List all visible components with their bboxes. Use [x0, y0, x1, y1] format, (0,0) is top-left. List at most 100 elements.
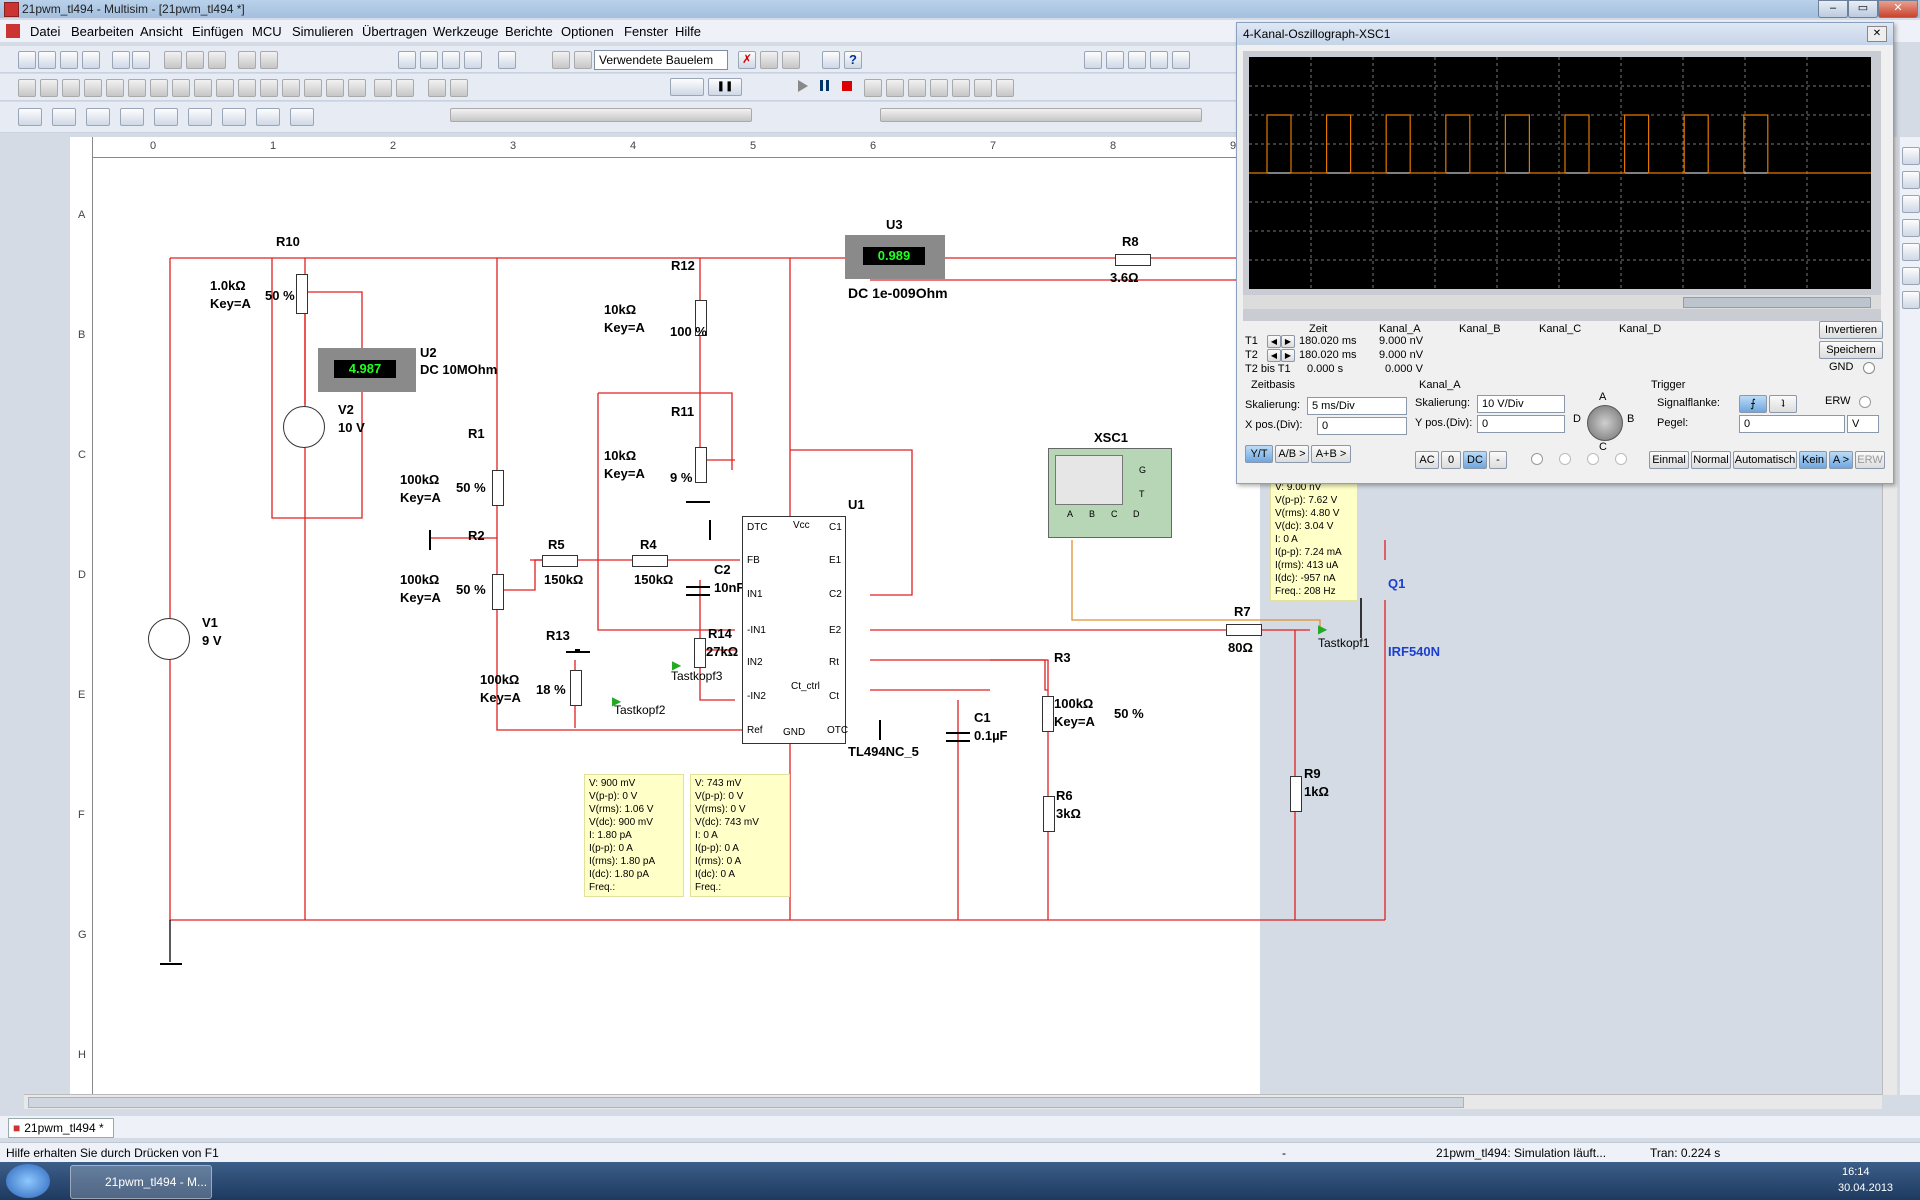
step-icon[interactable]: [864, 79, 882, 97]
run-to-cursor-icon[interactable]: [952, 79, 970, 97]
coupling-zero-button[interactable]: 0: [1441, 451, 1461, 469]
minimize-button[interactable]: –: [1818, 0, 1848, 18]
undo-icon[interactable]: [238, 51, 256, 69]
zoom-fit-icon[interactable]: [1150, 51, 1168, 69]
step-into-icon[interactable]: [908, 79, 926, 97]
trigger-falling-button[interactable]: ʇ: [1769, 395, 1797, 413]
power-component-icon[interactable]: [238, 79, 256, 97]
r12-potentiometer[interactable]: [695, 300, 707, 336]
trigger-level-input[interactable]: 0: [1739, 415, 1845, 433]
scope-scrollbar[interactable]: [1243, 295, 1881, 309]
trigger-rising-button[interactable]: ⨍: [1739, 395, 1767, 413]
trigger-level-unit[interactable]: V: [1847, 415, 1879, 433]
view-description-icon[interactable]: [154, 108, 178, 126]
step-over-icon[interactable]: [886, 79, 904, 97]
menu-uebertragen[interactable]: Übertragen: [362, 24, 428, 39]
taskbar-multisim[interactable]: 21pwm_tl494 - M...: [70, 1165, 212, 1199]
r5-resistor[interactable]: [542, 555, 578, 567]
view-instrument-icon[interactable]: [120, 108, 144, 126]
trigger-einmal-button[interactable]: Einmal: [1649, 451, 1689, 469]
zoom-in-icon[interactable]: [1084, 51, 1102, 69]
mixed-component-icon[interactable]: [194, 79, 212, 97]
run-icon[interactable]: [798, 80, 808, 92]
full-screen-icon[interactable]: [1172, 51, 1190, 69]
sheet-horizontal-scrollbar[interactable]: [24, 1094, 1882, 1109]
r6-resistor[interactable]: [1043, 796, 1055, 832]
electromech-icon[interactable]: [304, 79, 322, 97]
zeitbasis-xpos-input[interactable]: 0: [1317, 417, 1407, 435]
gnd-radio[interactable]: [1863, 362, 1875, 374]
hier-block-icon[interactable]: [374, 79, 392, 97]
source-component-icon[interactable]: [18, 79, 36, 97]
q1-mosfet[interactable]: [1360, 598, 1386, 638]
toggle-breakpoint-icon[interactable]: [974, 79, 992, 97]
probe-toolbar[interactable]: [880, 108, 1202, 122]
close-button[interactable]: ✕: [1878, 0, 1918, 18]
basic-component-icon[interactable]: [40, 79, 58, 97]
invert-button[interactable]: Invertieren: [1819, 321, 1883, 339]
r10-potentiometer[interactable]: [296, 274, 308, 314]
grapher-icon[interactable]: [464, 51, 482, 69]
oscilloscope-close-button[interactable]: ✕: [1867, 26, 1887, 42]
pause-icon[interactable]: [820, 80, 829, 91]
trigger-source-a-button[interactable]: A >: [1829, 451, 1853, 469]
analog-component-icon[interactable]: [106, 79, 124, 97]
right-tool-7-icon[interactable]: [1902, 291, 1920, 309]
view-analysis-icon[interactable]: [18, 108, 42, 126]
menu-fenster[interactable]: Fenster: [624, 24, 669, 39]
indicator-component-icon[interactable]: [216, 79, 234, 97]
ttl-component-icon[interactable]: [128, 79, 146, 97]
forward-annotate-icon[interactable]: [760, 51, 778, 69]
coupling-minus-button[interactable]: -: [1489, 451, 1507, 469]
view-spreadsheet-icon[interactable]: [86, 108, 110, 126]
r4-resistor[interactable]: [632, 555, 668, 567]
menu-simulieren[interactable]: Simulieren: [292, 24, 354, 39]
r2-potentiometer[interactable]: [492, 574, 504, 610]
t2-right-button[interactable]: ▶: [1281, 349, 1295, 362]
r3-potentiometer[interactable]: [1042, 696, 1054, 732]
right-tool-5-icon[interactable]: [1902, 243, 1920, 261]
r9-resistor[interactable]: [1290, 776, 1302, 812]
transfer-icon[interactable]: [782, 51, 800, 69]
mode-yt-button[interactable]: Y/T: [1245, 445, 1273, 463]
ni-component-icon[interactable]: [326, 79, 344, 97]
toggle-view-icon[interactable]: [398, 51, 416, 69]
help-icon[interactable]: ?: [844, 51, 862, 69]
menu-optionen[interactable]: Optionen: [561, 24, 614, 39]
trigger-kein-button[interactable]: Kein: [1799, 451, 1827, 469]
c1-capacitor[interactable]: [946, 732, 970, 742]
save-button[interactable]: Speichern: [1819, 341, 1883, 359]
t2-left-button[interactable]: ◀: [1267, 349, 1281, 362]
find-icon[interactable]: [822, 51, 840, 69]
channel-radio-1[interactable]: [1531, 453, 1543, 465]
zoom-out-icon[interactable]: [1106, 51, 1124, 69]
trigger-ext-button[interactable]: ERW: [1855, 451, 1885, 469]
c2-capacitor[interactable]: [686, 586, 710, 596]
kanal-ypos-input[interactable]: 0: [1477, 415, 1565, 433]
coupling-dc-button[interactable]: DC: [1463, 451, 1487, 469]
r7-resistor[interactable]: [1226, 624, 1262, 636]
menu-hilfe[interactable]: Hilfe: [675, 24, 702, 39]
document-tab[interactable]: ■21pwm_tl494 *: [8, 1118, 114, 1138]
u2-voltmeter[interactable]: 4.987: [318, 348, 416, 392]
view-settings-icon[interactable]: [290, 108, 314, 126]
print-icon[interactable]: [112, 51, 130, 69]
instrument-toolbar[interactable]: [450, 108, 752, 122]
kanal-scale-input[interactable]: 10 V/Div: [1477, 395, 1565, 413]
schematic-sheet[interactable]: [70, 137, 1260, 1095]
channel-radio-3[interactable]: [1587, 453, 1599, 465]
open-sample-icon[interactable]: [60, 51, 78, 69]
save-icon[interactable]: [82, 51, 100, 69]
open-icon[interactable]: [38, 51, 56, 69]
r14-resistor[interactable]: [694, 638, 706, 668]
print-preview-icon[interactable]: [132, 51, 150, 69]
probe1-icon[interactable]: ▶: [1318, 622, 1328, 636]
postprocessor-icon[interactable]: [498, 51, 516, 69]
t1-right-button[interactable]: ▶: [1281, 335, 1295, 348]
menu-einfuegen[interactable]: Einfügen: [192, 24, 244, 39]
r11-potentiometer[interactable]: [695, 447, 707, 483]
misc-component-icon[interactable]: [260, 79, 278, 97]
probe2-icon[interactable]: ▶: [612, 694, 622, 708]
mode-aplusb-button[interactable]: A+B >: [1311, 445, 1351, 463]
maximize-button[interactable]: ▭: [1848, 0, 1878, 18]
